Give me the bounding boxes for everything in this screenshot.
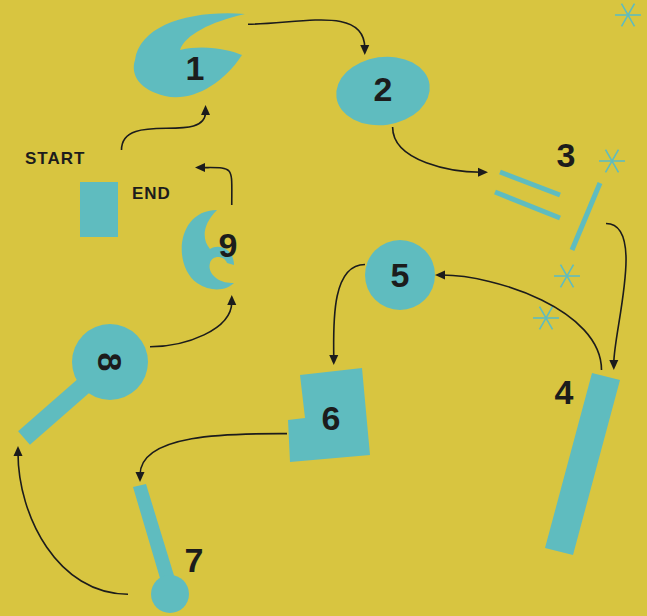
shape-node: START END [20,150,195,238]
arrow-head [136,472,145,482]
flow-arrow [195,163,232,205]
arrow-line [150,302,232,347]
arrow-head [14,446,23,456]
arrow-head [609,360,618,370]
shape-node: 7 [128,482,208,614]
sparkle [599,150,625,173]
arrow-line [606,224,626,364]
flow-arrow [136,434,288,482]
step-number: 6 [322,401,341,435]
arrow-line [442,275,602,370]
flow-arrow [248,20,369,55]
arrow-head [195,163,205,172]
bar-shape [540,370,622,555]
flow-arrow [393,127,488,177]
step-number: 1 [186,51,205,85]
shape-node: 2 [335,55,431,127]
flow-arrow [329,265,365,366]
arrow-head [360,45,369,55]
arrow-line [202,168,232,205]
sparkle [533,307,559,330]
arrow-head [435,271,445,280]
shape-node: 9 [172,205,244,295]
flow-arrow [14,446,129,594]
lollipop-shape [18,322,150,446]
arrow-line [18,453,128,594]
step-number: 4 [555,375,574,409]
flow-arrow [122,105,211,150]
step-number: 7 [185,543,204,577]
step-number: 5 [391,258,410,292]
arrow-line [334,265,365,359]
shape-node: 8 [18,322,150,446]
flow-arrow [606,224,626,371]
arrow-line [248,20,365,48]
flow-label: END [132,185,171,202]
shape-node: 5 [365,240,435,310]
sparkle [615,4,641,27]
shape-node: 6 [287,365,372,463]
arrow-head [329,355,338,365]
shape-node: 4 [540,370,622,555]
step-number: 8 [93,353,127,372]
step-number: 9 [219,228,238,262]
sparkle [554,265,580,288]
arrow-line [393,127,481,172]
flow-label: START [25,150,85,167]
line-shape [488,138,606,252]
flow-arrow [150,295,236,347]
arrow-line [140,434,287,475]
arrow-line [122,112,206,150]
arrow-head [478,168,488,177]
step-number: 2 [374,72,393,106]
shape-node: 3 [488,138,606,252]
arrow-head [201,105,210,115]
flow-arrow [435,271,602,371]
shape-node: 1 [130,10,248,105]
arrow-head [227,295,236,305]
step-number: 3 [557,138,576,172]
